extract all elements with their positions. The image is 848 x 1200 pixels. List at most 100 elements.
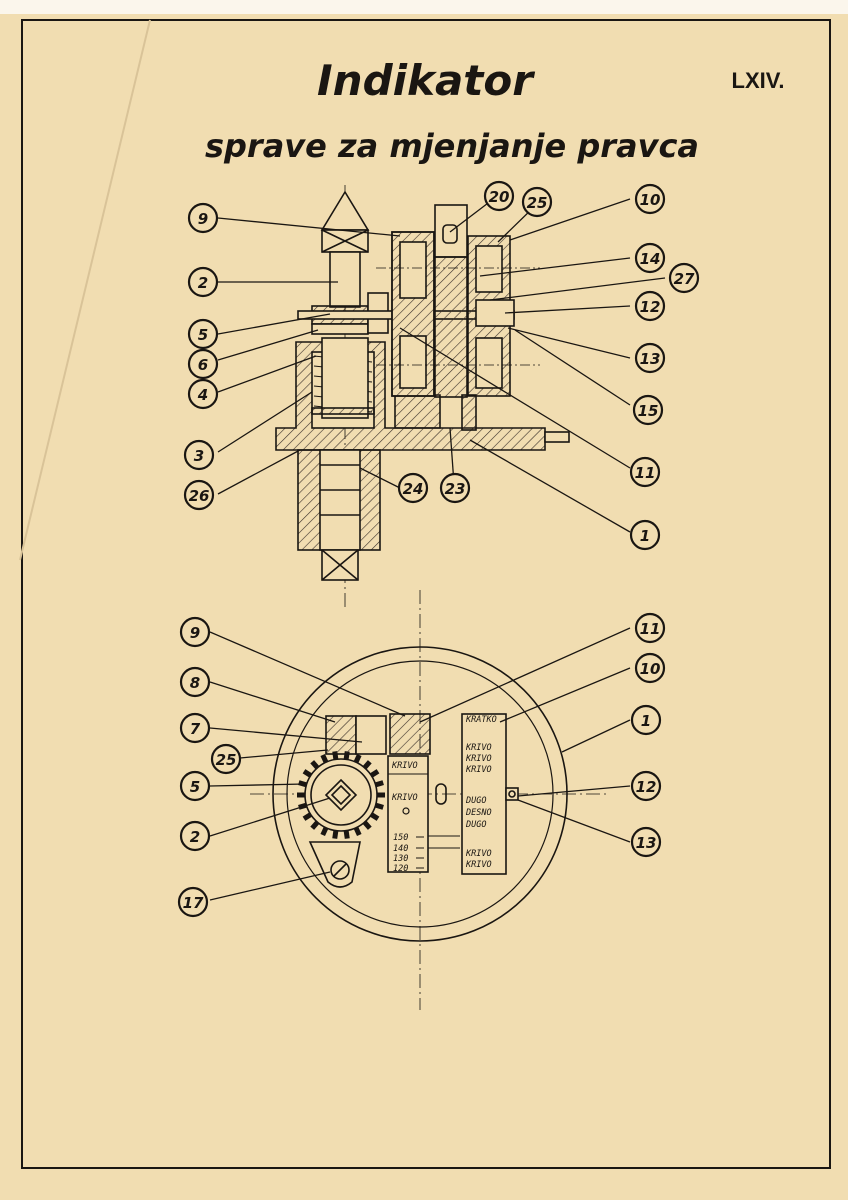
- callout-number: 10: [640, 660, 661, 678]
- callout-number: 2: [190, 828, 200, 846]
- callout-23: 23: [439, 472, 471, 504]
- callout-number: 11: [635, 464, 656, 482]
- callout-24: 24: [397, 472, 429, 504]
- center-slot: [435, 783, 447, 805]
- callout-9: 9: [187, 202, 219, 234]
- callout-number: 10: [640, 191, 661, 209]
- callout-5: 5: [187, 318, 219, 350]
- callout-13: 13: [634, 342, 666, 374]
- plate-right-label: DESNO: [465, 808, 492, 818]
- callout-number: 26: [189, 487, 210, 505]
- page-title: Indikator: [317, 56, 535, 105]
- callout-25: 25: [521, 186, 553, 218]
- callout-10: 10: [634, 652, 666, 684]
- callout-number: 7: [190, 720, 201, 738]
- callout-9: 9: [179, 616, 211, 648]
- callout-1: 1: [629, 519, 661, 551]
- callout-number: 1: [640, 527, 650, 545]
- plate-right-label: KRIVO: [465, 743, 492, 753]
- callout-11: 11: [629, 456, 661, 488]
- callout-number: 2: [198, 274, 208, 292]
- callout-number: 11: [640, 620, 661, 638]
- callout-number: 24: [403, 480, 424, 498]
- callout-3: 3: [183, 439, 215, 471]
- callout-number: 6: [198, 356, 208, 374]
- callout-number: 1: [641, 712, 651, 730]
- callout-number: 3: [194, 447, 204, 465]
- shaft-upper: [329, 251, 361, 308]
- callout-number: 27: [674, 270, 695, 288]
- callout-number: 13: [640, 350, 661, 368]
- plate-right-label: KRIVO: [465, 860, 492, 870]
- callout-2: 2: [179, 820, 211, 852]
- block-8: [325, 715, 357, 755]
- plate-right-label: KRIVO: [465, 765, 492, 775]
- callout-5: 5: [179, 770, 211, 802]
- scale-label: 140: [393, 844, 408, 854]
- upper-callouts: [217, 196, 666, 533]
- shaft-inner: [321, 337, 369, 419]
- callout-number: 20: [489, 188, 510, 206]
- block-11: [389, 713, 431, 755]
- scale-label: 150: [393, 833, 408, 843]
- plate-left-label: KRIVO: [391, 793, 418, 803]
- callout-17: 17: [177, 886, 209, 918]
- callout-number: 5: [198, 326, 208, 344]
- plate-number: LXIV.: [732, 68, 785, 93]
- callout-20: 20: [483, 180, 515, 212]
- callout-2: 2: [187, 266, 219, 298]
- callout-10: 10: [634, 183, 666, 215]
- callout-number: 23: [445, 480, 466, 498]
- drawing-border: [21, 19, 831, 1169]
- page-subtitle: sprave za mjenjanje pravca: [205, 127, 699, 165]
- inner-ring: [286, 660, 554, 928]
- block-7: [355, 715, 387, 755]
- lower-top-view: [250, 590, 610, 1010]
- callout-number: 5: [190, 778, 200, 796]
- callout-number: 12: [640, 298, 661, 316]
- plate-left-label: KRIVO: [391, 761, 418, 771]
- callout-12: 12: [630, 770, 662, 802]
- callout-7: 7: [179, 712, 211, 744]
- paper-crease: [19, 19, 151, 561]
- callout-number: 15: [638, 402, 659, 420]
- indicator-plate-left: [387, 755, 429, 873]
- plate-right-label: DUGO: [465, 820, 486, 830]
- callout-13: 13: [630, 826, 662, 858]
- callout-27: 27: [668, 262, 700, 294]
- plate-left-dot: [402, 807, 410, 815]
- scale-label: 130: [393, 854, 408, 864]
- lower-plate-texts: KRIVOKRIVOKRATKOKRIVOKRIVOKRIVODUGODESNO…: [391, 715, 497, 874]
- scale-label: 120: [393, 864, 408, 874]
- callout-number: 14: [640, 250, 661, 268]
- callout-number: 9: [190, 624, 200, 642]
- callout-26: 26: [183, 479, 215, 511]
- pin-12: [505, 787, 519, 801]
- callout-1: 1: [630, 704, 662, 736]
- paper-top-edge: [0, 0, 848, 14]
- callout-number: 17: [183, 894, 204, 912]
- callout-14: 14: [634, 242, 666, 274]
- spindle-section: [434, 256, 468, 398]
- plate-right-label: DUGO: [465, 796, 486, 806]
- callout-4: 4: [187, 378, 219, 410]
- outer-ring: [272, 646, 568, 942]
- callout-25: 25: [210, 743, 242, 775]
- upper-sectional-view: [275, 185, 570, 610]
- callout-6: 6: [187, 348, 219, 380]
- callout-number: 12: [636, 778, 657, 796]
- callout-number: 13: [636, 834, 657, 852]
- callout-15: 15: [632, 394, 664, 426]
- callout-12: 12: [634, 290, 666, 322]
- callout-number: 4: [197, 386, 208, 404]
- callout-number: 9: [198, 210, 208, 228]
- square-socket: [324, 778, 358, 812]
- plate-right-label: KRATKO: [465, 715, 497, 725]
- plate-right-label: KRIVO: [465, 849, 492, 859]
- callout-number: 25: [527, 194, 548, 212]
